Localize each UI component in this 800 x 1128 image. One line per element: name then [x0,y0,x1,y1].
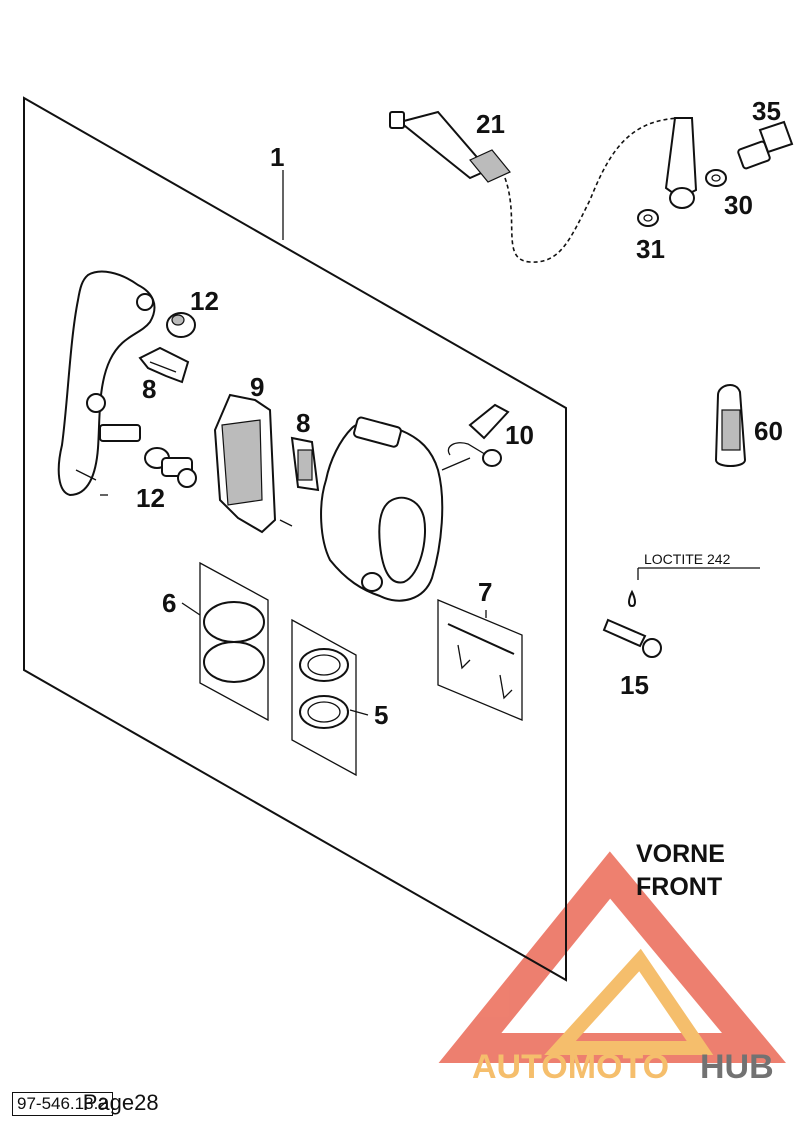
pad-retaining-clip [290,436,320,492]
callout-5: 5 [374,700,388,730]
callout-12-upper: 12 [190,286,219,316]
watermark-text-part1: AUTOMOTO [472,1048,669,1086]
sealing-washer-31-hole [643,214,653,222]
callout-12-lower: 12 [136,483,165,513]
sealing-washer-31 [637,209,659,227]
seal-kit-card [291,618,369,777]
callout-30: 30 [724,190,753,220]
rubber-bushing-upper [166,312,196,338]
mounting-bolt [602,567,760,658]
kit-sheet-outline [23,96,567,982]
caliper-housing [320,416,471,602]
page-number: Page28 [82,1090,159,1115]
callout-60: 60 [754,416,783,446]
direction-label-en: FRONT [636,873,722,901]
brake-hose [389,110,698,263]
callout-35: 35 [752,96,781,126]
callout-7: 7 [478,577,492,607]
callout-15: 15 [620,670,649,700]
callout-31: 31 [636,234,665,264]
callout-6: 6 [162,588,176,618]
callout-10: 10 [505,420,534,450]
pin-kit-card [437,599,523,721]
direction-label-de: VORNE [636,840,725,868]
piston-kit-card [181,561,269,722]
sealing-washer-30-hole [711,174,721,182]
guide-pin-lower [144,447,197,488]
banjo-bolt [737,120,794,170]
drawing-code: 97-546.13.2 [12,1092,113,1116]
callout-9: 9 [250,372,264,402]
brake-fluid-bottle [714,384,747,467]
pad-spring-upper [138,346,190,384]
watermark-logo: AUTOMOTO HUB [438,851,787,1086]
caliper-bracket [57,270,156,497]
brake-pads [213,393,293,534]
loctite-note: LOCTITE 242 [644,551,731,567]
watermark-text-part2: HUB [700,1048,774,1086]
sealing-washer-30 [705,169,727,187]
callout-1: 1 [270,142,284,172]
callout-8-lower: 8 [296,408,310,438]
page-footer: 97-546.13.2Page28 [12,1090,159,1120]
bleeder-valve [447,403,510,467]
callout-8-upper: 8 [142,374,156,404]
callout-21: 21 [476,109,505,139]
